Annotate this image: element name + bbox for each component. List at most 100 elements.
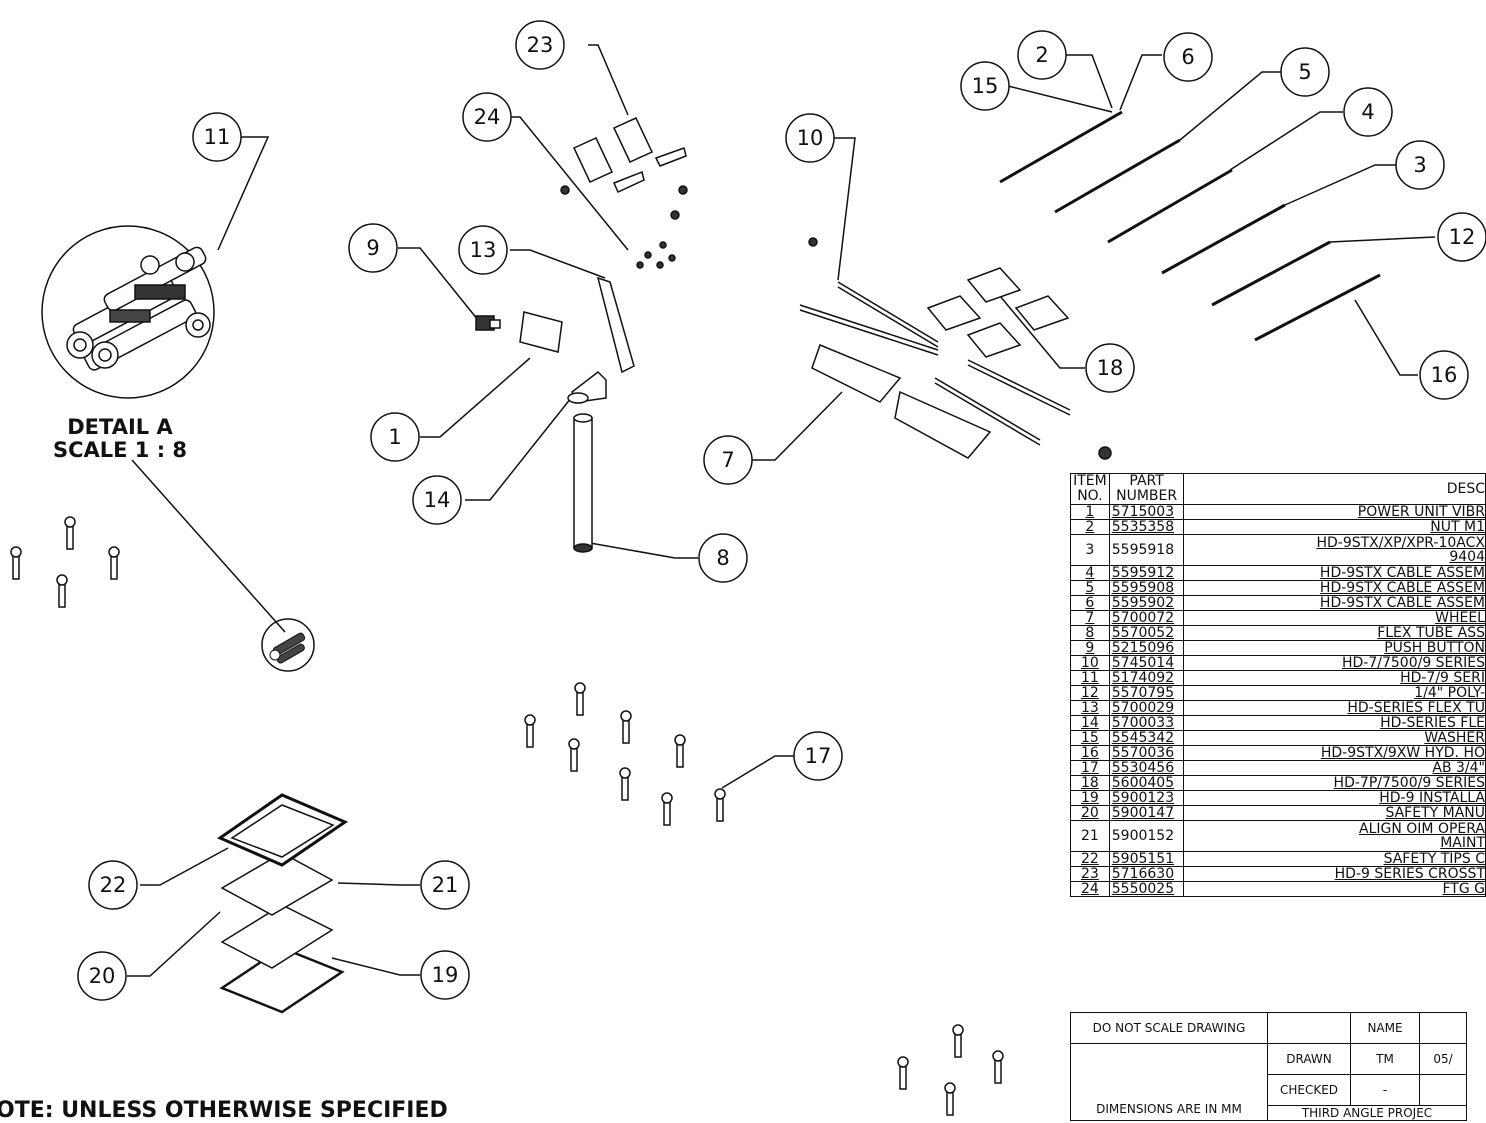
- balloon-5: 5: [1280, 47, 1330, 97]
- balloon-label: 3: [1413, 153, 1426, 177]
- bom-description: PUSH BUTTON: [1183, 640, 1486, 656]
- balloon-24: 24: [462, 92, 512, 142]
- bom-part-number: 5550025: [1108, 881, 1185, 897]
- bom-item-no: 5: [1070, 580, 1110, 596]
- bom-part-number: 5570052: [1108, 625, 1185, 641]
- balloon-label: 5: [1298, 60, 1311, 84]
- bom-part-number: 5595912: [1108, 565, 1185, 581]
- bom-description: HD-SERIES FLE: [1183, 715, 1486, 731]
- balloon-label: 16: [1431, 363, 1458, 387]
- balloon-label: 11: [204, 125, 231, 149]
- wheels-and-pads: [799, 237, 1112, 460]
- bom-part-number: 5595918: [1108, 534, 1185, 566]
- balloon-4: 4: [1343, 87, 1393, 137]
- manual-stack: [216, 793, 349, 1014]
- balloon-18: 18: [1085, 343, 1135, 393]
- bom-item-no: 17: [1070, 760, 1110, 776]
- projection-label: THIRD ANGLE PROJEC: [1267, 1105, 1467, 1121]
- bom-description: SAFETY MANU: [1183, 805, 1486, 821]
- bom-item-no: 21: [1070, 820, 1110, 852]
- bom-item-no: 10: [1070, 655, 1110, 671]
- balloon-label: 6: [1181, 45, 1194, 69]
- bom-description: HD-9STX CABLE ASSEM: [1183, 565, 1486, 581]
- bom-part-number: 5745014: [1108, 655, 1185, 671]
- balloon-label: 8: [716, 546, 729, 570]
- bom-part-number: 5530456: [1108, 760, 1185, 776]
- balloon-label: 15: [972, 74, 999, 98]
- checked-name: -: [1350, 1074, 1420, 1106]
- balloon-label: 4: [1361, 100, 1374, 124]
- title-block: DO NOT SCALE DRAWING NAME DIMENSIONS ARE…: [1070, 1012, 1467, 1121]
- bom-part-number: 5215096: [1108, 640, 1185, 656]
- balloon-label: 23: [527, 33, 554, 57]
- bom-item-no: 2: [1070, 519, 1110, 535]
- bom-item-no: 15: [1070, 730, 1110, 746]
- bom-item-no: 19: [1070, 790, 1110, 806]
- bom-item-no: 24: [1070, 881, 1110, 897]
- bom-description: HD-7P/7500/9 SERIES: [1183, 775, 1486, 791]
- detail-a-reference-assembly: [269, 632, 306, 664]
- balloon-11: 11: [192, 112, 242, 162]
- balloon-label: 12: [1449, 225, 1476, 249]
- balloon-label: 17: [805, 744, 832, 768]
- balloon-label: 18: [1097, 356, 1124, 380]
- balloon-label: 9: [366, 236, 379, 260]
- bom-description: FLEX TUBE ASS: [1183, 625, 1486, 641]
- bom-item-no: 23: [1070, 866, 1110, 882]
- crossover-brackets: [560, 117, 688, 269]
- bom-description: SAFETY TIPS C: [1183, 851, 1486, 867]
- bom-description: NUT M1: [1183, 519, 1486, 535]
- balloon-21: 21: [420, 860, 470, 910]
- balloon-label: 13: [470, 238, 497, 262]
- bom-description: FTG G: [1183, 881, 1486, 897]
- bom-part-number: 5535358: [1108, 519, 1185, 535]
- drawn-date: 05/: [1419, 1043, 1467, 1075]
- bom-item-no: 11: [1070, 670, 1110, 686]
- bom-description: HD-9 SERIES CROSST: [1183, 866, 1486, 882]
- dimensions-note: DIMENSIONS ARE IN MM: [1070, 1043, 1268, 1121]
- detail-a-circle: [41, 225, 215, 399]
- bom-item-no: 16: [1070, 745, 1110, 761]
- balloon-14: 14: [412, 475, 462, 525]
- bom-part-number: 5570795: [1108, 685, 1185, 701]
- bom-description: AB 3/4": [1183, 760, 1486, 776]
- bom-part-number: 5900152: [1108, 820, 1185, 852]
- bom-description: HD-7/7500/9 SERIES: [1183, 655, 1486, 671]
- detail-a-assembly: [66, 246, 211, 371]
- balloon-19: 19: [420, 950, 470, 1000]
- balloon-7: 7: [703, 435, 753, 485]
- bom-part-number: 5174092: [1108, 670, 1185, 686]
- balloon-12: 12: [1437, 212, 1486, 262]
- bom-part-number: 5716630: [1108, 866, 1185, 882]
- bom-part-number: 5715003: [1108, 504, 1185, 520]
- bom-description: HD-9STX/9XW HYD. HO: [1183, 745, 1486, 761]
- bom-description: HD-7/9 SERI: [1183, 670, 1486, 686]
- bom-part-number: 5600405: [1108, 775, 1185, 791]
- detail-label: DETAIL A SCALE 1 : 8: [50, 416, 190, 462]
- blank-cell: [1267, 1012, 1351, 1044]
- balloon-2: 2: [1017, 30, 1067, 80]
- bom-description: HD-9STX CABLE ASSEM: [1183, 595, 1486, 611]
- cable-assemblies: [999, 110, 1381, 342]
- balloon-15: 15: [960, 61, 1010, 111]
- do-not-scale: DO NOT SCALE DRAWING: [1070, 1012, 1268, 1044]
- date-header: [1419, 1012, 1467, 1044]
